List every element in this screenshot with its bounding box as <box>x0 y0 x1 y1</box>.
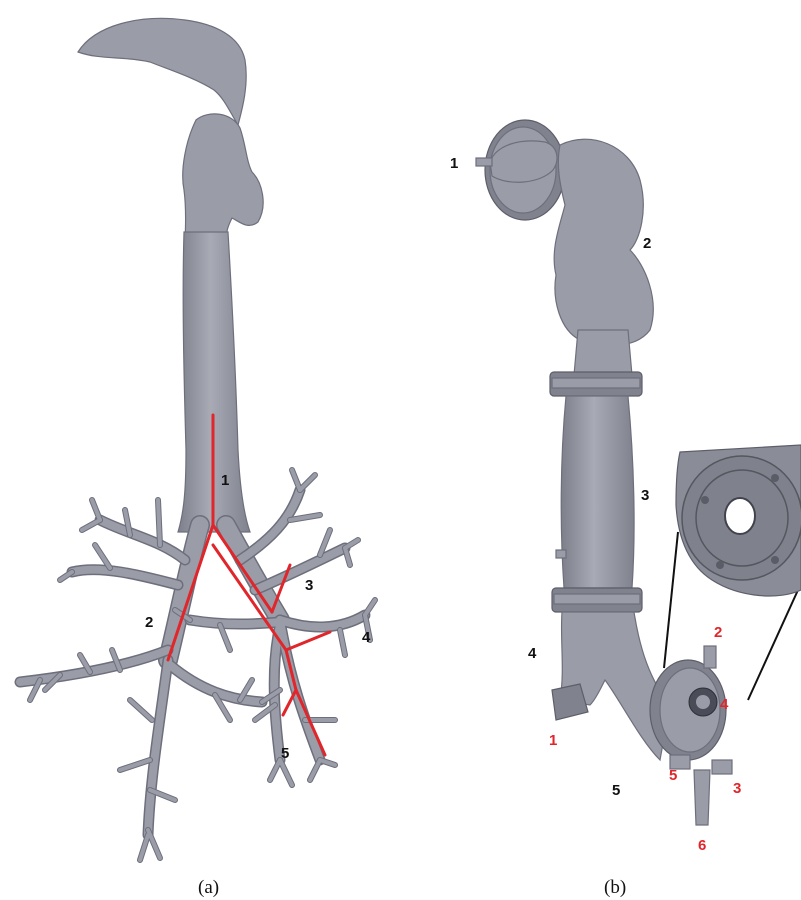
panel-b-red-label-1: 1 <box>549 732 557 749</box>
panel-b-label-1: 1 <box>450 155 458 172</box>
panel-b-red-label-5: 5 <box>669 767 677 784</box>
panel-b-red-label-2: 2 <box>714 624 722 641</box>
pharynx-shape <box>183 114 263 240</box>
panel-a-label-3: 3 <box>305 577 313 594</box>
panel-a-caption: (a) <box>198 877 219 898</box>
panel-b-label-3: 3 <box>641 487 649 504</box>
outlet-port-2 <box>704 646 716 668</box>
neck-shape <box>574 330 632 375</box>
outlet-port-3 <box>712 760 732 774</box>
mouthpiece-nub <box>476 158 492 166</box>
side-port <box>556 550 566 558</box>
panel-b-red-label-3: 3 <box>733 780 741 797</box>
panel-b-caption: (b) <box>604 877 626 898</box>
outlet-port-6 <box>694 770 710 825</box>
panel-a-label-5: 5 <box>281 745 289 762</box>
panel-a-label-4: 4 <box>362 629 371 646</box>
panel-b-printed-model: 1 2 3 4 5 1 2 3 4 5 6 (b) <box>450 120 801 898</box>
lower-collar-band <box>554 594 640 604</box>
panel-b-label-5: 5 <box>612 782 620 799</box>
oral-cavity-shape <box>78 18 246 125</box>
panel-b-red-label-4: 4 <box>720 696 729 713</box>
trachea-tube <box>561 396 634 588</box>
upper-cavity-shape <box>554 139 653 346</box>
bronchial-tree <box>20 470 375 860</box>
panel-b-label-2: 2 <box>643 235 651 252</box>
panel-b-red-label-6: 6 <box>698 837 706 854</box>
panel-b-label-4: 4 <box>528 645 537 662</box>
panel-a-airway-model: 1 2 3 4 5 (a) <box>20 18 375 898</box>
upper-collar-band <box>552 378 640 388</box>
panel-a-label-1: 1 <box>221 472 229 489</box>
panel-a-label-2: 2 <box>145 614 153 631</box>
